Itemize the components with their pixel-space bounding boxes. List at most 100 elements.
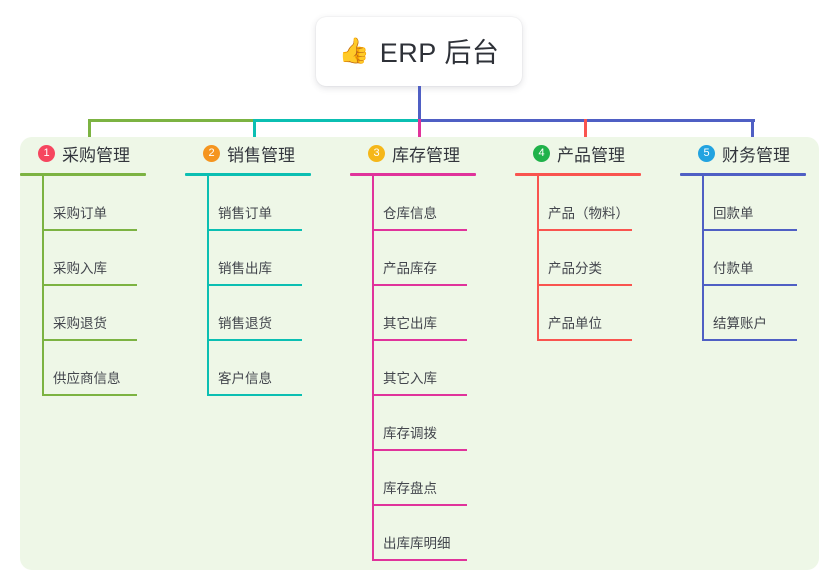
branch-header-2[interactable]: 2 销售管理 <box>185 137 311 169</box>
branch-item[interactable]: 采购入库 <box>20 231 146 286</box>
branch-item-label: 销售出库 <box>218 261 272 276</box>
branch-item-label: 出库库明细 <box>383 536 451 551</box>
branch-number-badge: 3 <box>368 144 385 162</box>
branch-item-label: 产品（物料） <box>548 206 629 221</box>
branch-item-underline <box>42 229 137 231</box>
branch-items-2: 销售订单销售出库销售退货客户信息 <box>185 176 311 396</box>
branch-header-underline <box>515 173 641 176</box>
branch-column-1: 1 采购管理采购订单采购入库采购退货供应商信息 <box>20 137 146 396</box>
branch-item[interactable]: 付款单 <box>680 231 806 286</box>
branch-item[interactable]: 销售出库 <box>185 231 311 286</box>
branch-item-underline <box>207 394 302 396</box>
branch-item-underline <box>702 339 797 341</box>
branch-item[interactable]: 出库库明细 <box>350 506 476 561</box>
branch-item-label: 仓库信息 <box>383 206 437 221</box>
branch-item-label: 库存盘点 <box>383 481 437 496</box>
branch-item-underline <box>207 284 302 286</box>
branch-items-3: 仓库信息产品库存其它出库其它入库库存调拨库存盘点出库库明细 <box>350 176 476 561</box>
connector-segment-1 <box>88 119 256 122</box>
root-node-label: ERP 后台 <box>379 38 500 68</box>
connector-segment-2 <box>253 119 421 122</box>
branch-number-badge: 2 <box>203 144 220 162</box>
branch-item-underline <box>372 229 467 231</box>
branch-item[interactable]: 仓库信息 <box>350 176 476 231</box>
branch-header-1[interactable]: 1 采购管理 <box>20 137 146 169</box>
branch-item[interactable]: 供应商信息 <box>20 341 146 396</box>
branch-item[interactable]: 产品（物料） <box>515 176 641 231</box>
branch-header-3[interactable]: 3 库存管理 <box>350 137 476 169</box>
branch-item-underline <box>537 284 632 286</box>
branch-item[interactable]: 销售订单 <box>185 176 311 231</box>
branch-item-underline <box>372 339 467 341</box>
connector-segment-3 <box>418 119 755 122</box>
branch-item[interactable]: 销售退货 <box>185 286 311 341</box>
branch-item-underline <box>42 394 137 396</box>
branch-item[interactable]: 客户信息 <box>185 341 311 396</box>
branch-item-underline <box>42 284 137 286</box>
branch-column-2: 2 销售管理销售订单销售出库销售退货客户信息 <box>185 137 311 396</box>
branch-title-label: 产品管理 <box>557 145 625 165</box>
branch-item[interactable]: 产品分类 <box>515 231 641 286</box>
branch-item[interactable]: 产品单位 <box>515 286 641 341</box>
branch-item[interactable]: 产品库存 <box>350 231 476 286</box>
branch-spine-line <box>537 176 539 341</box>
branch-item-label: 产品分类 <box>548 261 602 276</box>
branch-spine-line <box>42 176 44 396</box>
branch-item-underline <box>372 559 467 561</box>
branch-item-label: 回款单 <box>713 206 754 221</box>
branch-item-label: 销售退货 <box>218 316 272 331</box>
root-node-content: 👍 ERP 后台 <box>339 31 500 70</box>
branch-item-underline <box>372 449 467 451</box>
branch-item-label: 其它出库 <box>383 316 437 331</box>
branch-item[interactable]: 采购退货 <box>20 286 146 341</box>
branch-item-underline <box>207 339 302 341</box>
branch-item-label: 其它入库 <box>383 371 437 386</box>
branch-item-underline <box>702 284 797 286</box>
thumbs-up-icon: 👍 <box>338 36 370 65</box>
root-node-card[interactable]: 👍 ERP 后台 <box>316 17 522 86</box>
branch-items-1: 采购订单采购入库采购退货供应商信息 <box>20 176 146 396</box>
branch-item-underline <box>372 394 467 396</box>
branch-item[interactable]: 库存盘点 <box>350 451 476 506</box>
branch-item[interactable]: 结算账户 <box>680 286 806 341</box>
branch-item[interactable]: 回款单 <box>680 176 806 231</box>
branch-item[interactable]: 库存调拨 <box>350 396 476 451</box>
branch-spine-line <box>207 176 209 396</box>
branch-item-label: 客户信息 <box>218 371 272 386</box>
branch-number-badge: 1 <box>38 144 55 162</box>
branch-number-badge: 4 <box>533 144 550 162</box>
branch-spine-line <box>702 176 704 341</box>
branch-header-underline <box>185 173 311 176</box>
branch-item-underline <box>372 284 467 286</box>
branch-item-underline <box>702 229 797 231</box>
branch-item-underline <box>372 504 467 506</box>
branch-item-label: 采购订单 <box>53 206 107 221</box>
branch-item-label: 供应商信息 <box>53 371 121 386</box>
branch-item-underline <box>42 339 137 341</box>
branch-spine-line <box>372 176 374 561</box>
branch-items-4: 产品（物料） 产品分类产品单位 <box>515 176 641 341</box>
branch-title-label: 库存管理 <box>392 145 460 165</box>
branch-column-3: 3 库存管理仓库信息产品库存其它出库其它入库库存调拨库存盘点出库库明细 <box>350 137 476 561</box>
branch-item[interactable]: 其它出库 <box>350 286 476 341</box>
root-stem-line <box>418 86 421 122</box>
branch-item-label: 销售订单 <box>218 206 272 221</box>
branch-columns: 1 采购管理采购订单采购入库采购退货供应商信息 2 销售管理销售订单销售出库销售退货客… <box>20 137 819 570</box>
branch-item-underline <box>207 229 302 231</box>
branch-title-label: 销售管理 <box>227 145 295 165</box>
branch-title-label: 采购管理 <box>62 145 130 165</box>
branch-header-4[interactable]: 4 产品管理 <box>515 137 641 169</box>
branch-item[interactable]: 采购订单 <box>20 176 146 231</box>
branch-column-4: 4 产品管理产品（物料） 产品分类产品单位 <box>515 137 641 341</box>
branch-item-label: 采购入库 <box>53 261 107 276</box>
branch-items-5: 回款单付款单结算账户 <box>680 176 806 341</box>
branch-item-label: 结算账户 <box>713 316 767 331</box>
branch-item-label: 采购退货 <box>53 316 107 331</box>
branch-header-underline <box>680 173 806 176</box>
branch-header-underline <box>350 173 476 176</box>
branch-item[interactable]: 其它入库 <box>350 341 476 396</box>
branches-panel <box>20 137 819 570</box>
branch-item-underline <box>537 339 632 341</box>
